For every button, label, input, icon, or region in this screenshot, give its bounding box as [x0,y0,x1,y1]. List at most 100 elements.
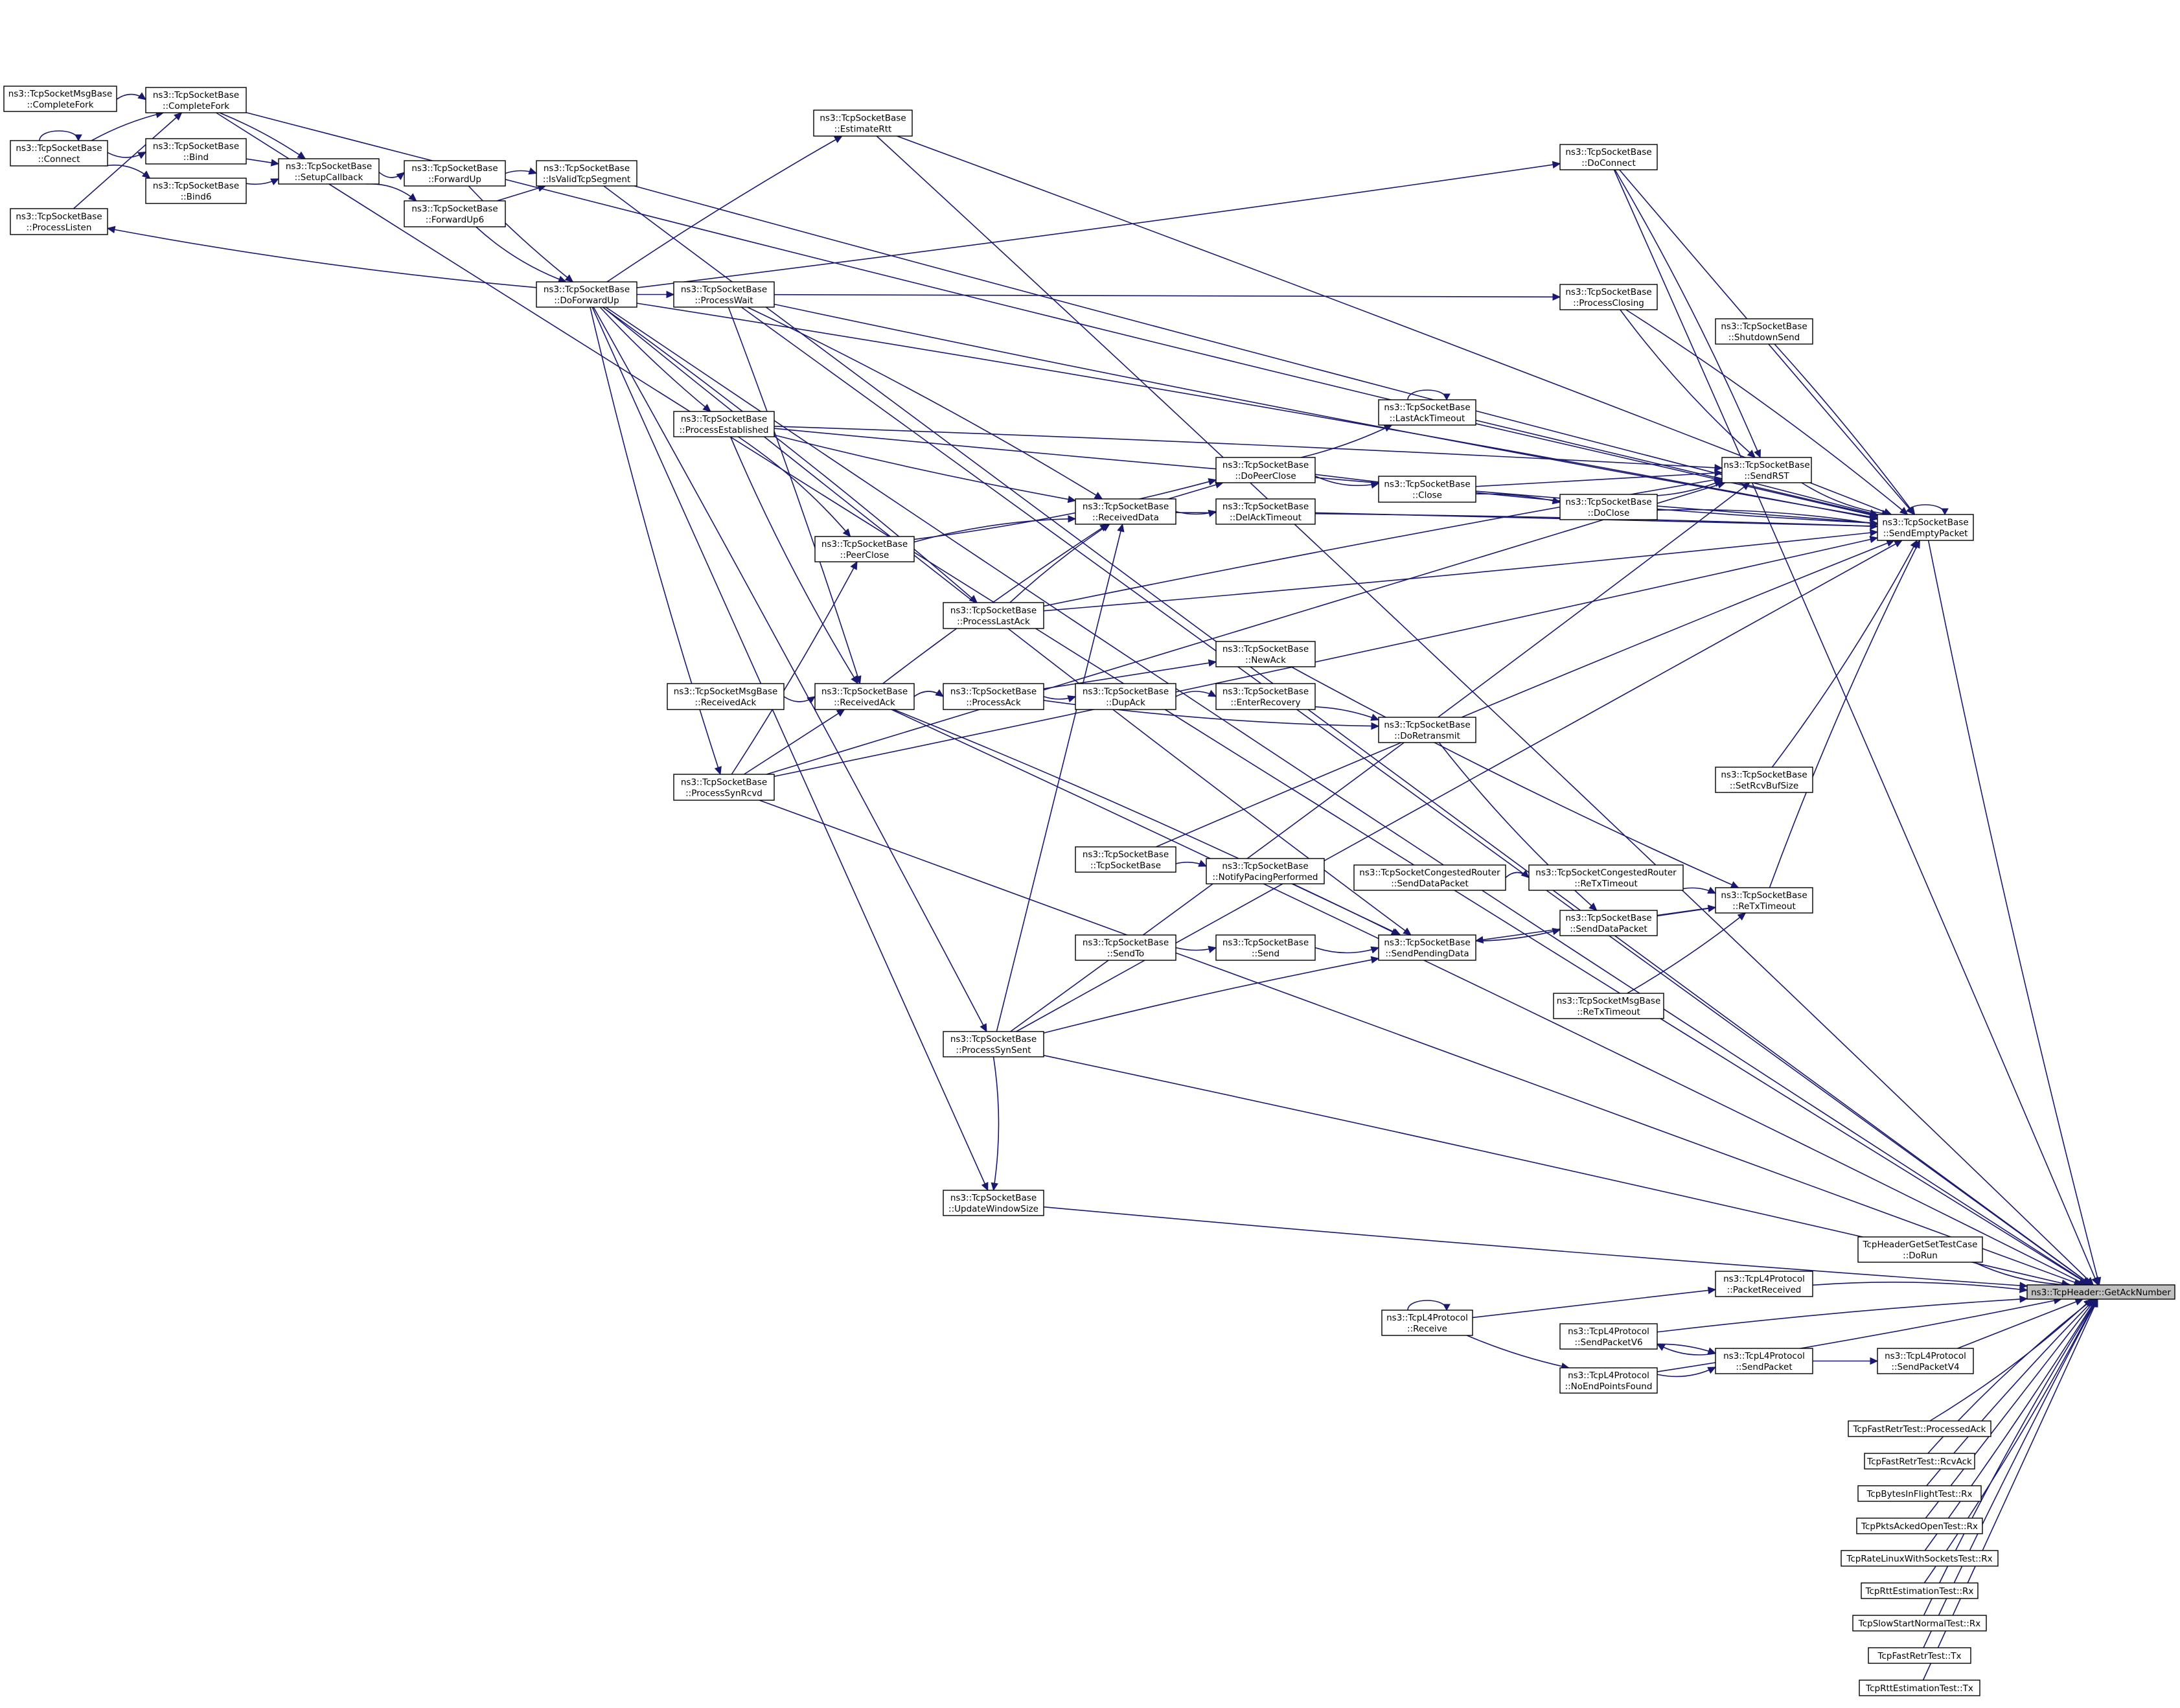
node-label: ::ForwardUp [428,174,481,185]
node-ns3-tcpsocketbase-notifypacingperformed[interactable]: ns3::TcpSocketBase::NotifyPacingPerforme… [1206,858,1325,884]
node-tcprttestimationtest-tx[interactable]: TcpRttEstimationTest::Tx [1859,1679,1980,1696]
node-label: ::ProcessListen [27,223,92,233]
node-ns3-tcpsocketbase-bind[interactable]: ns3::TcpSocketBase::Bind [145,138,247,165]
node-box [1861,1582,1979,1599]
node-ns3-tcpsocketbase-processestablished[interactable]: ns3::TcpSocketBase::ProcessEstablished [673,411,775,437]
node-tcpratelinuxwithsocketstest-rx[interactable]: TcpRateLinuxWithSocketsTest::Rx [1841,1550,1999,1567]
node-ns3-tcpsocketbase-estimatertt[interactable]: ns3::TcpSocketBase::EstimateRtt [813,110,913,137]
node-ns3-tcpl4protocol-receive[interactable]: ns3::TcpL4Protocol::Receive [1381,1310,1473,1336]
node-ns3-tcpl4protocol-noendpointsfound[interactable]: ns3::TcpL4Protocol::NoEndPointsFound [1559,1367,1658,1394]
node-ns3-tcpsocketbase-forwardup[interactable]: ns3::TcpSocketBase::ForwardUp [404,160,506,187]
node-ns3-tcpsocketbase-processsynrcvd[interactable]: ns3::TcpSocketBase::ProcessSynRcvd [673,774,775,801]
node-ns3-tcpsocketmsgbase-retxtimeout[interactable]: ns3::TcpSocketMsgBase::ReTxTimeout [1553,993,1664,1019]
node-label: ::NewAck [1245,655,1286,665]
node-box [943,683,1044,710]
node-ns3-tcpsocketbase-lastacktimeout[interactable]: ns3::TcpSocketBase::LastAckTimeout [1378,399,1476,426]
node-ns3-tcpsocketbase-dopeerclose[interactable]: ns3::TcpSocketBase::DoPeerClose [1215,457,1316,483]
node-tcpheadergetsettestcase-dorun[interactable]: TcpHeaderGetSetTestCase::DoRun [1857,1236,1983,1263]
node-tcpslowstartnormaltest-rx[interactable]: TcpSlowStartNormalTest::Rx [1852,1615,1987,1632]
node-ns3-tcpsocketbase-send[interactable]: ns3::TcpSocketBase::Send [1215,934,1316,961]
node-label: ns3::TcpSocketBase [411,163,498,174]
node-ns3-tcpsocketbase-sendemptypacket[interactable]: ns3::TcpSocketBase::SendEmptyPacket [1877,514,1974,541]
node-label: ns3::TcpSocketBase [544,284,630,295]
node-ns3-tcpsocketbase-dupack[interactable]: ns3::TcpSocketBase::DupAck [1075,683,1176,710]
node-ns3-tcpsocketbase-senddatapacket[interactable]: ns3::TcpSocketBase::SendDataPacket [1559,910,1658,936]
node-ns3-tcpsocketbase-setrcvbufsize[interactable]: ns3::TcpSocketBase::SetRcvBufSize [1715,767,1813,793]
edge-receive-to-noEndPoints [1467,1335,1570,1370]
edge-processClosing-to-sendRST [1620,309,1756,458]
node-label: TcpHeaderGetSetTestCase [1863,1240,1978,1250]
edge-tcpSocketBase-to-sendEmpty [1156,539,1895,848]
node-ns3-tcpsocketbase-isvalidtcpsegment[interactable]: ns3::TcpSocketBase::IsValidTcpSegment [536,160,637,187]
node-ns3-tcpsocketbase-sendpendingdata[interactable]: ns3::TcpSocketBase::SendPendingData [1378,934,1476,961]
node-ns3-tcpsocketbase-bind6[interactable]: ns3::TcpSocketBase::Bind6 [145,178,247,204]
node-ns3-tcpsocketbase-processack[interactable]: ns3::TcpSocketBase::ProcessAck [943,683,1044,710]
node-ns3-tcpsocketbase-doforwardup[interactable]: ns3::TcpSocketBase::DoForwardUp [536,281,637,308]
node-ns3-tcpsocketbase-doconnect[interactable]: ns3::TcpSocketBase::DoConnect [1559,144,1658,170]
node-ns3-tcpsocketbase-doclose[interactable]: ns3::TcpSocketBase::DoClose [1559,494,1658,520]
node-ns3-tcpsocketbase-receiveddata[interactable]: ns3::TcpSocketBase::ReceivedData [1075,498,1176,525]
node-box [1715,887,1813,914]
node-ns3-tcpsocketcongestedrouter-senddatapacket[interactable]: ns3::TcpSocketCongestedRouter::SendDataP… [1353,864,1506,891]
node-tcprttestimationtest-rx[interactable]: TcpRttEstimationTest::Rx [1861,1582,1979,1599]
node-ns3-tcpsocketbase-close[interactable]: ns3::TcpSocketBase::Close [1378,476,1476,503]
node-label: ns3::TcpSocketBase [1222,644,1309,654]
node-ns3-tcpsocketbase-tcpsocketbase[interactable]: ns3::TcpSocketBase::TcpSocketBase [1075,846,1176,873]
node-ns3-tcpsocketcongestedrouter-retxtimeout[interactable]: ns3::TcpSocketCongestedRouter::ReTxTimeo… [1528,864,1684,891]
edge-send-to-sendPending [1314,946,1380,954]
node-ns3-tcpsocketbase-processclosing[interactable]: ns3::TcpSocketBase::ProcessClosing [1559,284,1658,310]
node-ns3-tcpsocketbase-completefork[interactable]: ns3::TcpSocketBase::CompleteFork [145,87,247,113]
node-ns3-tcpsocketbase-processsynsent[interactable]: ns3::TcpSocketBase::ProcessSynSent [943,1031,1044,1057]
node-ns3-tcpsocketbase-peerclose[interactable]: ns3::TcpSocketBase::PeerClose [814,536,915,562]
node-label: ::EnterRecovery [1231,698,1301,708]
edge-completeFork-to-setupCb [219,112,306,159]
node-ns3-tcpsocketbase-setupcallback[interactable]: ns3::TcpSocketBase::SetupCallback [278,158,380,185]
node-tcpfastretrtest-processedack[interactable]: TcpFastRetrTest::ProcessedAck [1848,1420,1991,1437]
node-ns3-tcpsocketbase-retxtimeout[interactable]: ns3::TcpSocketBase::ReTxTimeout [1715,887,1813,914]
node-label: ns3::TcpSocketBase [1083,849,1169,860]
node-ns3-tcpsocketbase-sendrst[interactable]: ns3::TcpSocketBase::SendRST [1721,457,1812,483]
node-ns3-tcpsocketbase-enterrecovery[interactable]: ns3::TcpSocketBase::EnterRecovery [1215,683,1316,710]
edge-forwardUp-to-doForwardUp [468,185,574,283]
edge-receive-to-packetRecv [1472,1286,1717,1319]
node-ns3-tcpsocketbase-connect[interactable]: ns3::TcpSocketBase::Connect [10,140,108,167]
edge-doForwardUp-to-sendEmpty [636,303,1879,522]
node-box [673,774,775,801]
edge-doForwardUp-to-updateWin [591,306,989,1192]
node-ns3-tcpl4protocol-sendpacket[interactable]: ns3::TcpL4Protocol::SendPacket [1715,1348,1813,1374]
node-ns3-tcpsocketbase-processlastack[interactable]: ns3::TcpSocketBase::ProcessLastAck [943,602,1044,629]
node-ns3-tcpsocketbase-forwardup6[interactable]: ns3::TcpSocketBase::ForwardUp6 [404,200,506,227]
node-label: ::DupAck [1106,698,1145,708]
node-ns3-tcpsocketbase-sendto[interactable]: ns3::TcpSocketBase::SendTo [1075,934,1176,961]
node-ns3-tcpsocketbase-shutdownsend[interactable]: ns3::TcpSocketBase::ShutdownSend [1715,318,1813,345]
node-tcppktsackedopentest-rx[interactable]: TcpPktsAckedOpenTest::Rx [1856,1518,1983,1534]
node-tcpbytesinflighttest-rx[interactable]: TcpBytesInFlightTest::Rx [1857,1485,1982,1502]
node-ns3-tcpsocketbase-newack[interactable]: ns3::TcpSocketBase::NewAck [1215,641,1316,667]
node-ns3-tcpl4protocol-sendpacketv4[interactable]: ns3::TcpL4Protocol::SendPacketV4 [1877,1348,1974,1374]
node-ns3-tcpheader-getacknumber[interactable]: ns3::TcpHeader::GetAckNumber [2026,1284,2175,1300]
node-label: ::Connect [38,154,80,165]
node-ns3-tcpl4protocol-packetreceived[interactable]: ns3::TcpL4Protocol::PacketReceived [1715,1271,1813,1297]
edge-processSynRcvd-to-receivedAck [744,709,845,775]
node-ns3-tcpsocketbase-processwait[interactable]: ns3::TcpSocketBase::ProcessWait [673,281,775,308]
edge-receivedAck-to-sendPending [893,709,1400,936]
edge-processSynRcvd-to-root [759,800,2083,1286]
node-tcpfastretrtest-tx[interactable]: TcpFastRetrTest::Tx [1868,1647,1971,1664]
node-tcpfastretrtest-rcvack[interactable]: TcpFastRetrTest::RcvAck [1864,1453,1975,1470]
node-ns3-tcpsocketmsgbase-receivedack[interactable]: ns3::TcpSocketMsgBase::ReceivedAck [667,683,785,710]
node-ns3-tcpl4protocol-sendpacketv6[interactable]: ns3::TcpL4Protocol::SendPacketV6 [1559,1323,1658,1350]
node-ns3-tcpsocketbase-receivedack[interactable]: ns3::TcpSocketBase::ReceivedAck [814,683,915,710]
node-ns3-tcpsocketbase-doretransmit[interactable]: ns3::TcpSocketBase::DoRetransmit [1378,717,1476,743]
node-label: ::DoForwardUp [554,295,619,306]
node-ns3-tcpsocketmsgbase-completefork[interactable]: ns3::TcpSocketMsgBase::CompleteFork [3,86,117,112]
node-label: ::DelAckTimeout [1230,513,1302,523]
node-box [536,281,637,308]
node-ns3-tcpsocketbase-updatewindowsize[interactable]: ns3::TcpSocketBase::UpdateWindowSize [943,1190,1044,1216]
node-ns3-tcpsocketbase-delacktimeout[interactable]: ns3::TcpSocketBase::DelAckTimeout [1215,498,1316,525]
node-label: ns3::TcpSocketBase [1565,287,1651,297]
node-box [1848,1420,1991,1437]
edge-processSynRcvd-to-peerClose [731,560,858,775]
node-ns3-tcpsocketbase-processlisten[interactable]: ns3::TcpSocketBase::ProcessListen [10,208,108,235]
node-box [2026,1284,2175,1300]
edge-reTxTimeout-to-sendEmpty [1769,539,1921,888]
